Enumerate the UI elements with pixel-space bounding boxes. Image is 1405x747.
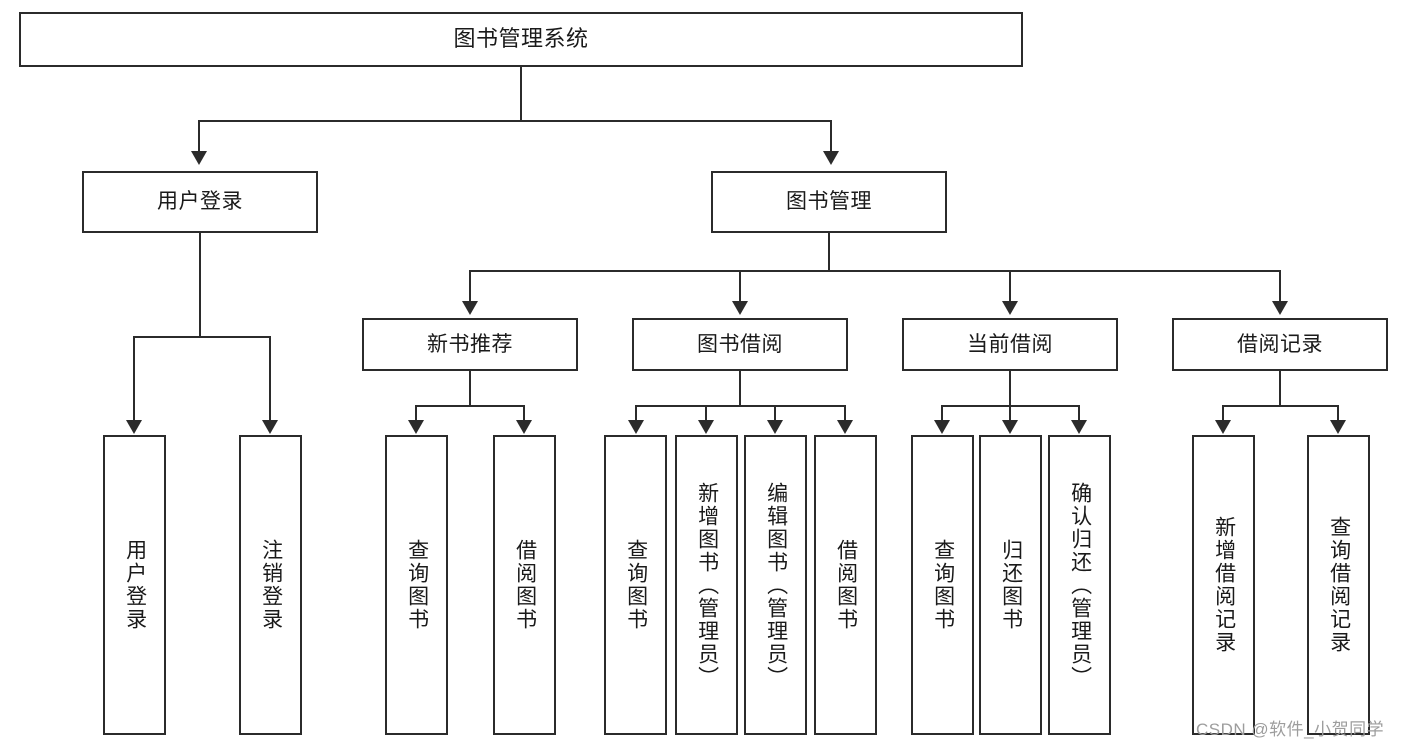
node-label: 新增图书（管理员）	[695, 481, 719, 689]
leaf-query-book-newrec[interactable]: 查询图书	[385, 435, 448, 735]
arrowhead-current-borrow-l2	[1002, 420, 1018, 434]
connector-borrow-record-bar	[1222, 405, 1338, 407]
leaf-borrow-book-newrec[interactable]: 借阅图书	[493, 435, 556, 735]
connector-current-borrow-l3	[1078, 405, 1080, 421]
arrowhead-book-borrow-l3	[767, 420, 783, 434]
connector-book-manage-c4	[1279, 270, 1281, 302]
node-label: 确认归还（管理员）	[1068, 481, 1092, 689]
connector-new-book-rec-l2	[523, 405, 525, 421]
connector-user-login-bar	[133, 336, 271, 338]
arrowhead-current-borrow	[1002, 301, 1018, 315]
node-label: 用户登录	[123, 539, 147, 631]
arrowhead-borrow-record	[1272, 301, 1288, 315]
connector-book-manage-c3	[1009, 270, 1011, 302]
node-label: 编辑图书（管理员）	[764, 481, 788, 689]
leaf-query-borrow-record[interactable]: 查询借阅记录	[1307, 435, 1370, 735]
node-book-borrowing[interactable]: 图书借阅	[632, 318, 848, 371]
connector-current-borrow-l2	[1009, 405, 1011, 421]
connector-borrow-record-l1	[1222, 405, 1224, 421]
connector-borrow-record-stem	[1279, 371, 1281, 406]
connector-book-borrow-l3	[774, 405, 776, 421]
arrowhead-book-borrow-l4	[837, 420, 853, 434]
connector-root-bar	[198, 120, 832, 122]
connector-book-manage-bar	[469, 270, 1281, 272]
node-label: 查询图书	[405, 539, 429, 631]
node-label: 图书管理系统	[453, 26, 589, 52]
arrowhead-borrow-record-l1	[1215, 420, 1231, 434]
node-current-borrowing[interactable]: 当前借阅	[902, 318, 1118, 371]
leaf-add-book-admin[interactable]: 新增图书（管理员）	[675, 435, 738, 735]
arrowhead-new-book-rec	[462, 301, 478, 315]
connector-root-stem	[520, 67, 522, 121]
connector-book-borrow-stem	[739, 371, 741, 406]
connector-book-manage-stem	[828, 233, 830, 271]
connector-book-borrow-l1	[635, 405, 637, 421]
node-label: 当前借阅	[967, 332, 1053, 356]
connector-borrow-record-l2	[1337, 405, 1339, 421]
connector-user-login-leaf1	[133, 336, 135, 420]
node-label: 新书推荐	[427, 332, 513, 356]
node-root-book-management-system[interactable]: 图书管理系统	[19, 12, 1023, 67]
connector-new-book-rec-stem	[469, 371, 471, 406]
arrowhead-user-login-leaf2	[262, 420, 278, 434]
node-label: 用户登录	[157, 190, 243, 214]
arrowhead-borrow-record-l2	[1330, 420, 1346, 434]
leaf-edit-book-admin[interactable]: 编辑图书（管理员）	[744, 435, 807, 735]
arrowhead-book-borrow-l2	[698, 420, 714, 434]
node-label: 注销登录	[259, 539, 283, 631]
leaf-confirm-return-admin[interactable]: 确认归还（管理员）	[1048, 435, 1111, 735]
connector-book-manage-c1	[469, 270, 471, 302]
node-label: 借阅记录	[1237, 332, 1323, 356]
connector-user-login-stem	[199, 233, 201, 337]
node-label: 查询图书	[624, 539, 648, 631]
leaf-logout-login[interactable]: 注销登录	[239, 435, 302, 735]
arrowhead-book-borrow	[732, 301, 748, 315]
node-label: 查询借阅记录	[1327, 516, 1351, 654]
node-borrowing-record[interactable]: 借阅记录	[1172, 318, 1388, 371]
connector-root-to-user-login	[198, 120, 200, 151]
node-label: 查询图书	[931, 539, 955, 631]
arrowhead-current-borrow-l3	[1071, 420, 1087, 434]
connector-new-book-rec-l1	[415, 405, 417, 421]
arrowhead-to-user-login	[191, 151, 207, 165]
node-label: 借阅图书	[834, 539, 858, 631]
connector-book-manage-c2	[739, 270, 741, 302]
connector-current-borrow-l1	[941, 405, 943, 421]
leaf-query-book-borrow[interactable]: 查询图书	[604, 435, 667, 735]
arrowhead-book-borrow-l1	[628, 420, 644, 434]
node-label: 图书管理	[786, 190, 872, 214]
connector-book-borrow-l4	[844, 405, 846, 421]
arrowhead-current-borrow-l1	[934, 420, 950, 434]
leaf-user-login[interactable]: 用户登录	[103, 435, 166, 735]
node-new-book-recommendation[interactable]: 新书推荐	[362, 318, 578, 371]
connector-root-to-book-manage	[830, 120, 832, 151]
node-label: 新增借阅记录	[1212, 516, 1236, 654]
node-label: 图书借阅	[697, 332, 783, 356]
arrowhead-new-book-rec-l2	[516, 420, 532, 434]
connector-book-borrow-bar	[635, 405, 846, 407]
connector-user-login-leaf2	[269, 336, 271, 420]
node-book-management[interactable]: 图书管理	[711, 171, 947, 233]
connector-current-borrow-stem	[1009, 371, 1011, 406]
leaf-return-book[interactable]: 归还图书	[979, 435, 1042, 735]
node-user-login[interactable]: 用户登录	[82, 171, 318, 233]
node-label: 归还图书	[999, 539, 1023, 631]
connector-book-borrow-l2	[705, 405, 707, 421]
leaf-borrow-book[interactable]: 借阅图书	[814, 435, 877, 735]
arrowhead-user-login-leaf1	[126, 420, 142, 434]
leaf-add-borrow-record[interactable]: 新增借阅记录	[1192, 435, 1255, 735]
arrowhead-to-book-manage	[823, 151, 839, 165]
node-label: 借阅图书	[513, 539, 537, 631]
leaf-query-book-current[interactable]: 查询图书	[911, 435, 974, 735]
arrowhead-new-book-rec-l1	[408, 420, 424, 434]
connector-new-book-rec-bar	[415, 405, 524, 407]
